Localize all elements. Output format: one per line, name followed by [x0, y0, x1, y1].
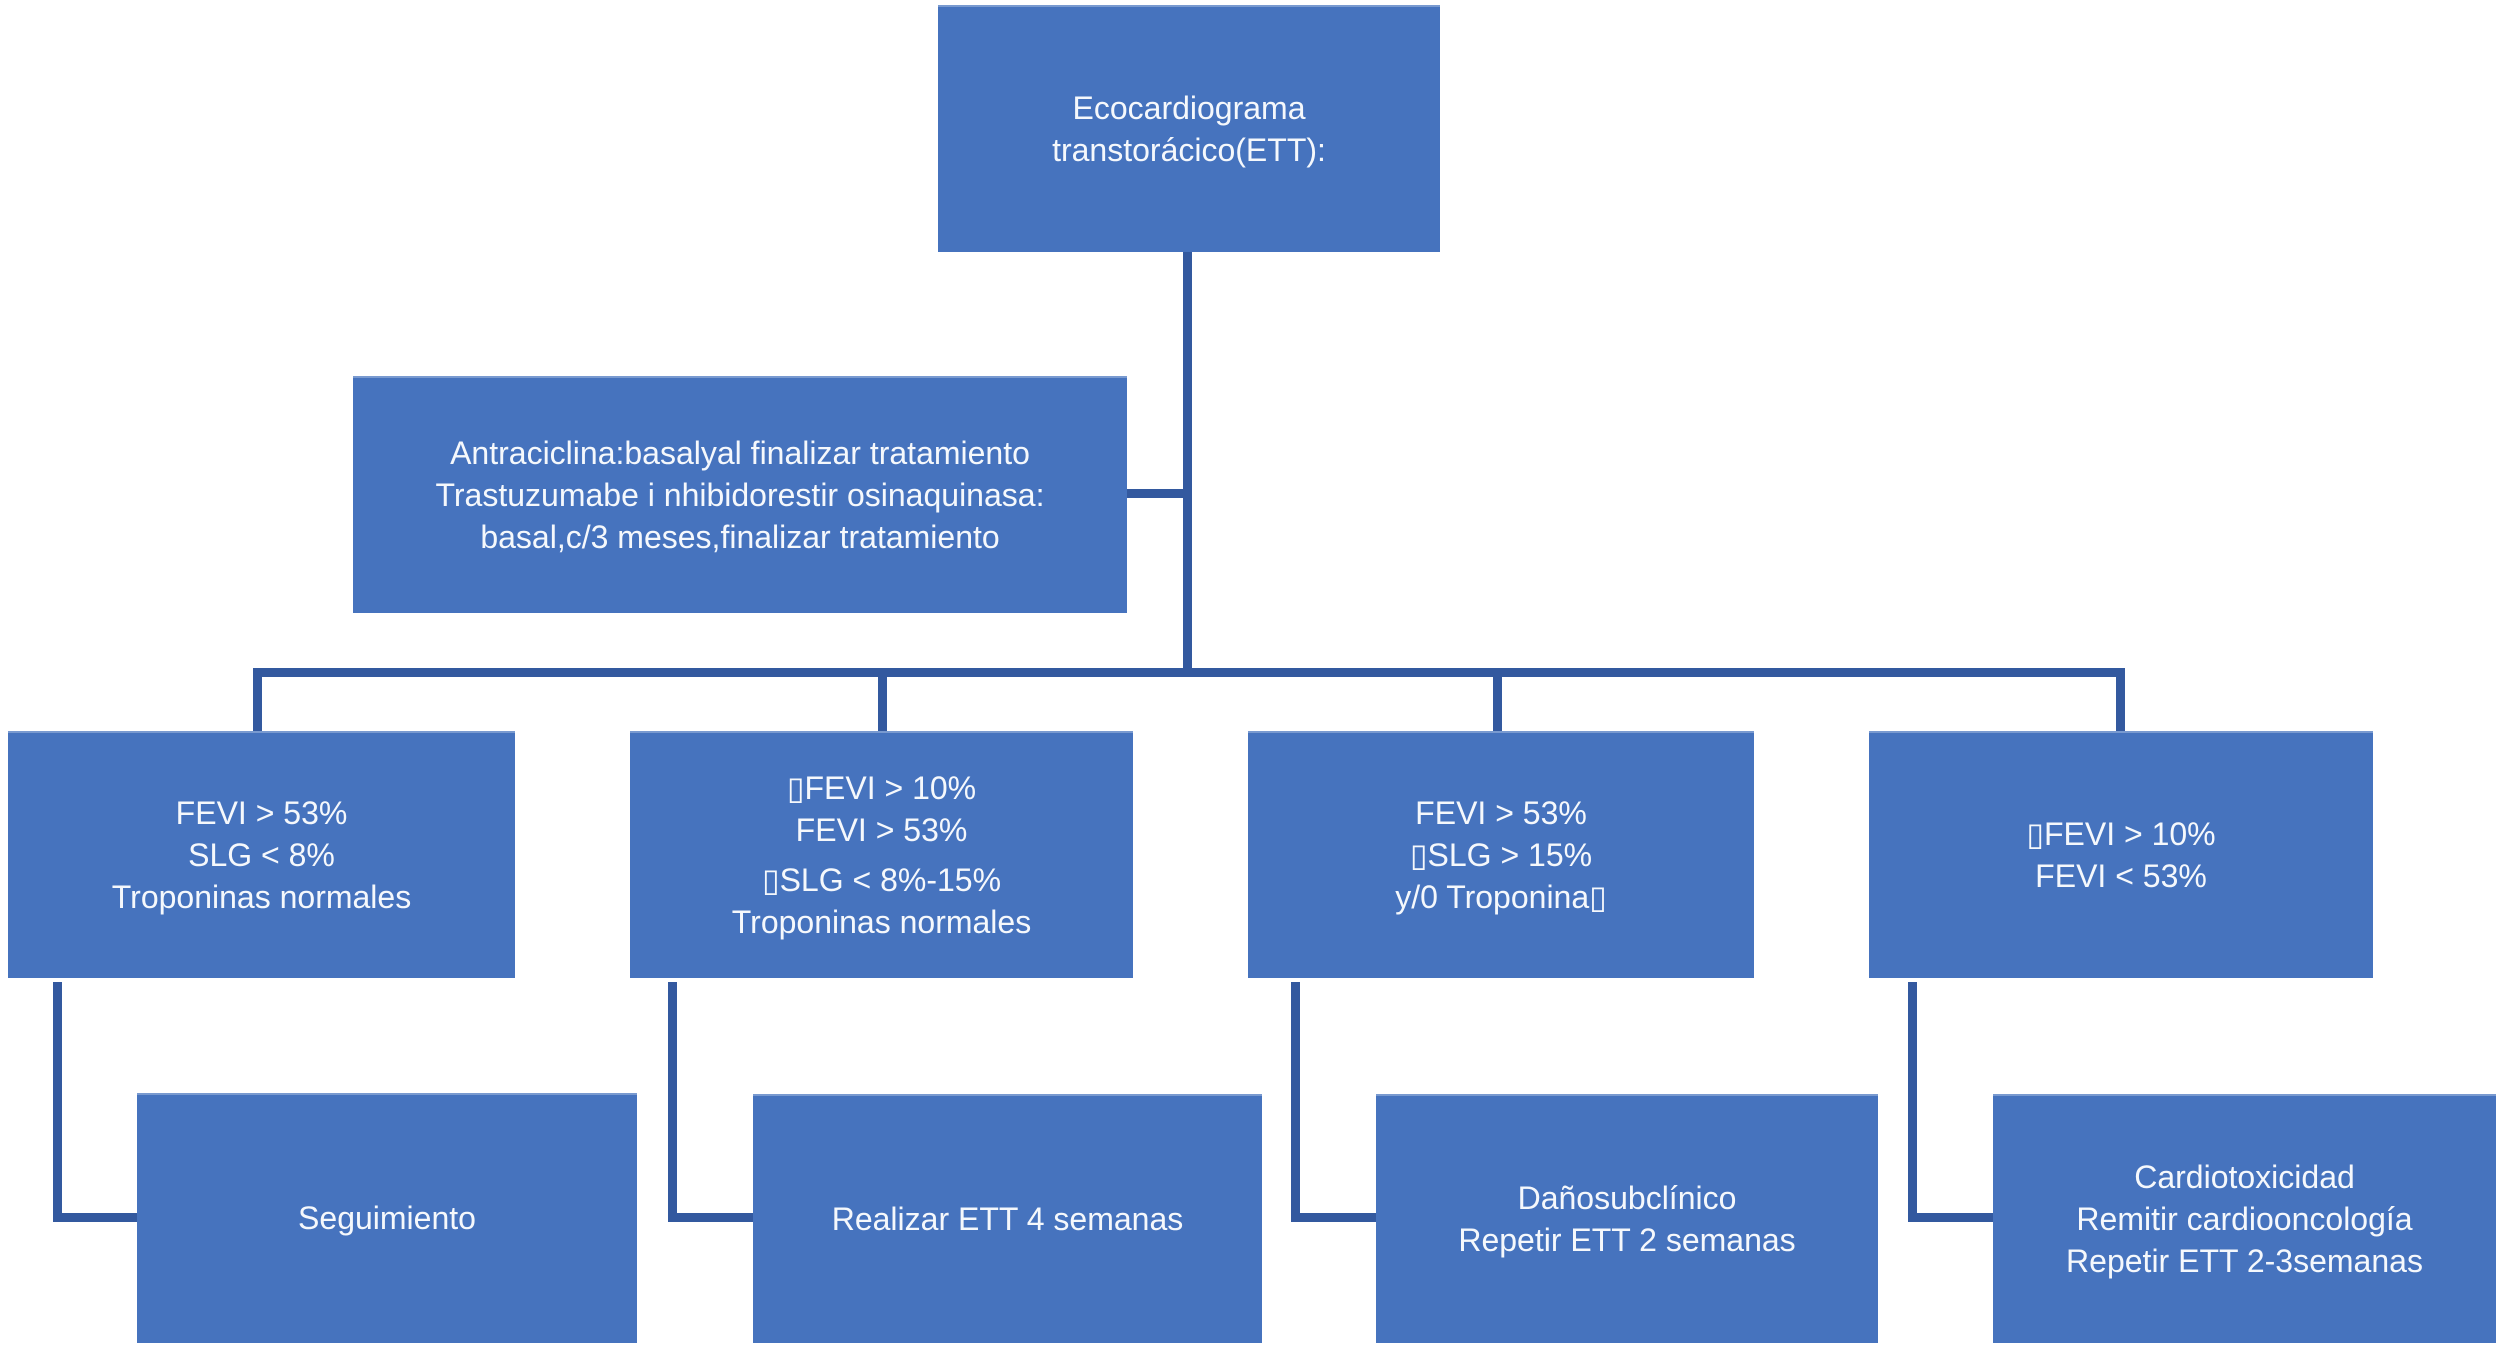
node-text-line: ▯FEVI > 10%: [2026, 815, 2216, 852]
node-outcome-dano-subclinico: Dañosubclínico Repetir ETT 2 semanas: [1376, 1094, 1878, 1343]
node-outcome-cardiotoxicidad: Cardiotoxicidad Remitir cardiooncología …: [1993, 1094, 2496, 1343]
node-text-line: FEVI > 53%: [175, 794, 348, 831]
connector-elbow-seguimiento-horizontal: [53, 1213, 137, 1222]
node-outcome-realizar-ett: Realizar ETT 4 semanas: [753, 1094, 1262, 1343]
node-text-line: Antraciclina:basalyal finalizar tratamie…: [450, 434, 1030, 471]
node-criteria-normal: FEVI > 53% SLG < 8% Troponinas normales: [8, 731, 515, 978]
node-criteria-cardiotoxic: ▯FEVI > 10% FEVI < 53%: [1869, 731, 2373, 978]
node-text-line: ▯FEVI > 10%: [786, 769, 977, 806]
node-text-line: Repetir ETT 2 semanas: [1458, 1221, 1796, 1258]
node-ecocardiograma-ett: Ecocardiograma transtorácico(ETT):: [938, 5, 1440, 252]
node-text-line: FEVI < 53%: [2035, 857, 2207, 894]
node-text-line: ▯SLG > 15%: [1409, 836, 1593, 873]
node-criteria-borderline: ▯FEVI > 10% FEVI > 53% ▯SLG < 8%-15% Tro…: [630, 731, 1133, 978]
node-text-line: Cardiotoxicidad: [2134, 1158, 2355, 1195]
connector-elbow-ett4-horizontal: [668, 1213, 753, 1222]
node-monitoring-schedule: Antraciclina:basalyal finalizar tratamie…: [353, 376, 1127, 613]
node-text-line: Troponinas normales: [111, 878, 412, 915]
connector-drop-criteria-normal: [253, 668, 262, 731]
node-text-line: basal,c/3 meses,finalizar tratamiento: [480, 518, 1000, 555]
node-text-line: transtorácico(ETT):: [1052, 131, 1326, 168]
connector-elbow-subclinico-vertical: [1291, 982, 1300, 1222]
node-criteria-subclinical: FEVI > 53% ▯SLG > 15% y/0 Troponina▯: [1248, 731, 1754, 978]
connector-elbow-ett4-vertical: [668, 982, 677, 1222]
node-text-line: Seguimiento: [298, 1200, 476, 1236]
node-text-line: Trastuzumabe i nhibidorestir osinaquinas…: [435, 476, 1045, 513]
connector-root-trunk-vertical: [1183, 252, 1192, 676]
node-outcome-seguimiento: Seguimiento: [137, 1093, 637, 1343]
connector-drop-criteria-borderline: [878, 677, 887, 731]
node-text-line: Remitir cardiooncología: [2076, 1200, 2413, 1237]
node-text-line: SLG < 8%: [188, 836, 335, 873]
connector-elbow-subclinico-horizontal: [1291, 1213, 1376, 1222]
node-text-line: FEVI > 53%: [1415, 794, 1587, 831]
connector-drop-criteria-cardiotoxic: [2116, 668, 2125, 731]
connector-drop-criteria-subclinical: [1493, 677, 1502, 731]
node-text-line: y/0 Troponina▯: [1395, 878, 1607, 915]
connector-distribution-horizontal: [253, 668, 2125, 677]
connector-elbow-cardiotoxicidad-vertical: [1908, 982, 1917, 1222]
node-text-line: ▯SLG < 8%-15%: [761, 861, 1002, 898]
connector-elbow-seguimiento-vertical: [53, 982, 62, 1222]
node-text-line: Dañosubclínico: [1517, 1179, 1737, 1216]
node-text-line: FEVI > 53%: [795, 811, 968, 848]
node-text-line: Troponinas normales: [731, 903, 1032, 940]
connector-elbow-cardiotoxicidad-horizontal: [1908, 1213, 1993, 1222]
node-text-line: Ecocardiograma: [1072, 89, 1306, 126]
connector-schedule-branch-horizontal: [1127, 489, 1183, 498]
node-text-line: Repetir ETT 2-3semanas: [2066, 1242, 2423, 1279]
node-text-line: Realizar ETT 4 semanas: [831, 1200, 1184, 1237]
